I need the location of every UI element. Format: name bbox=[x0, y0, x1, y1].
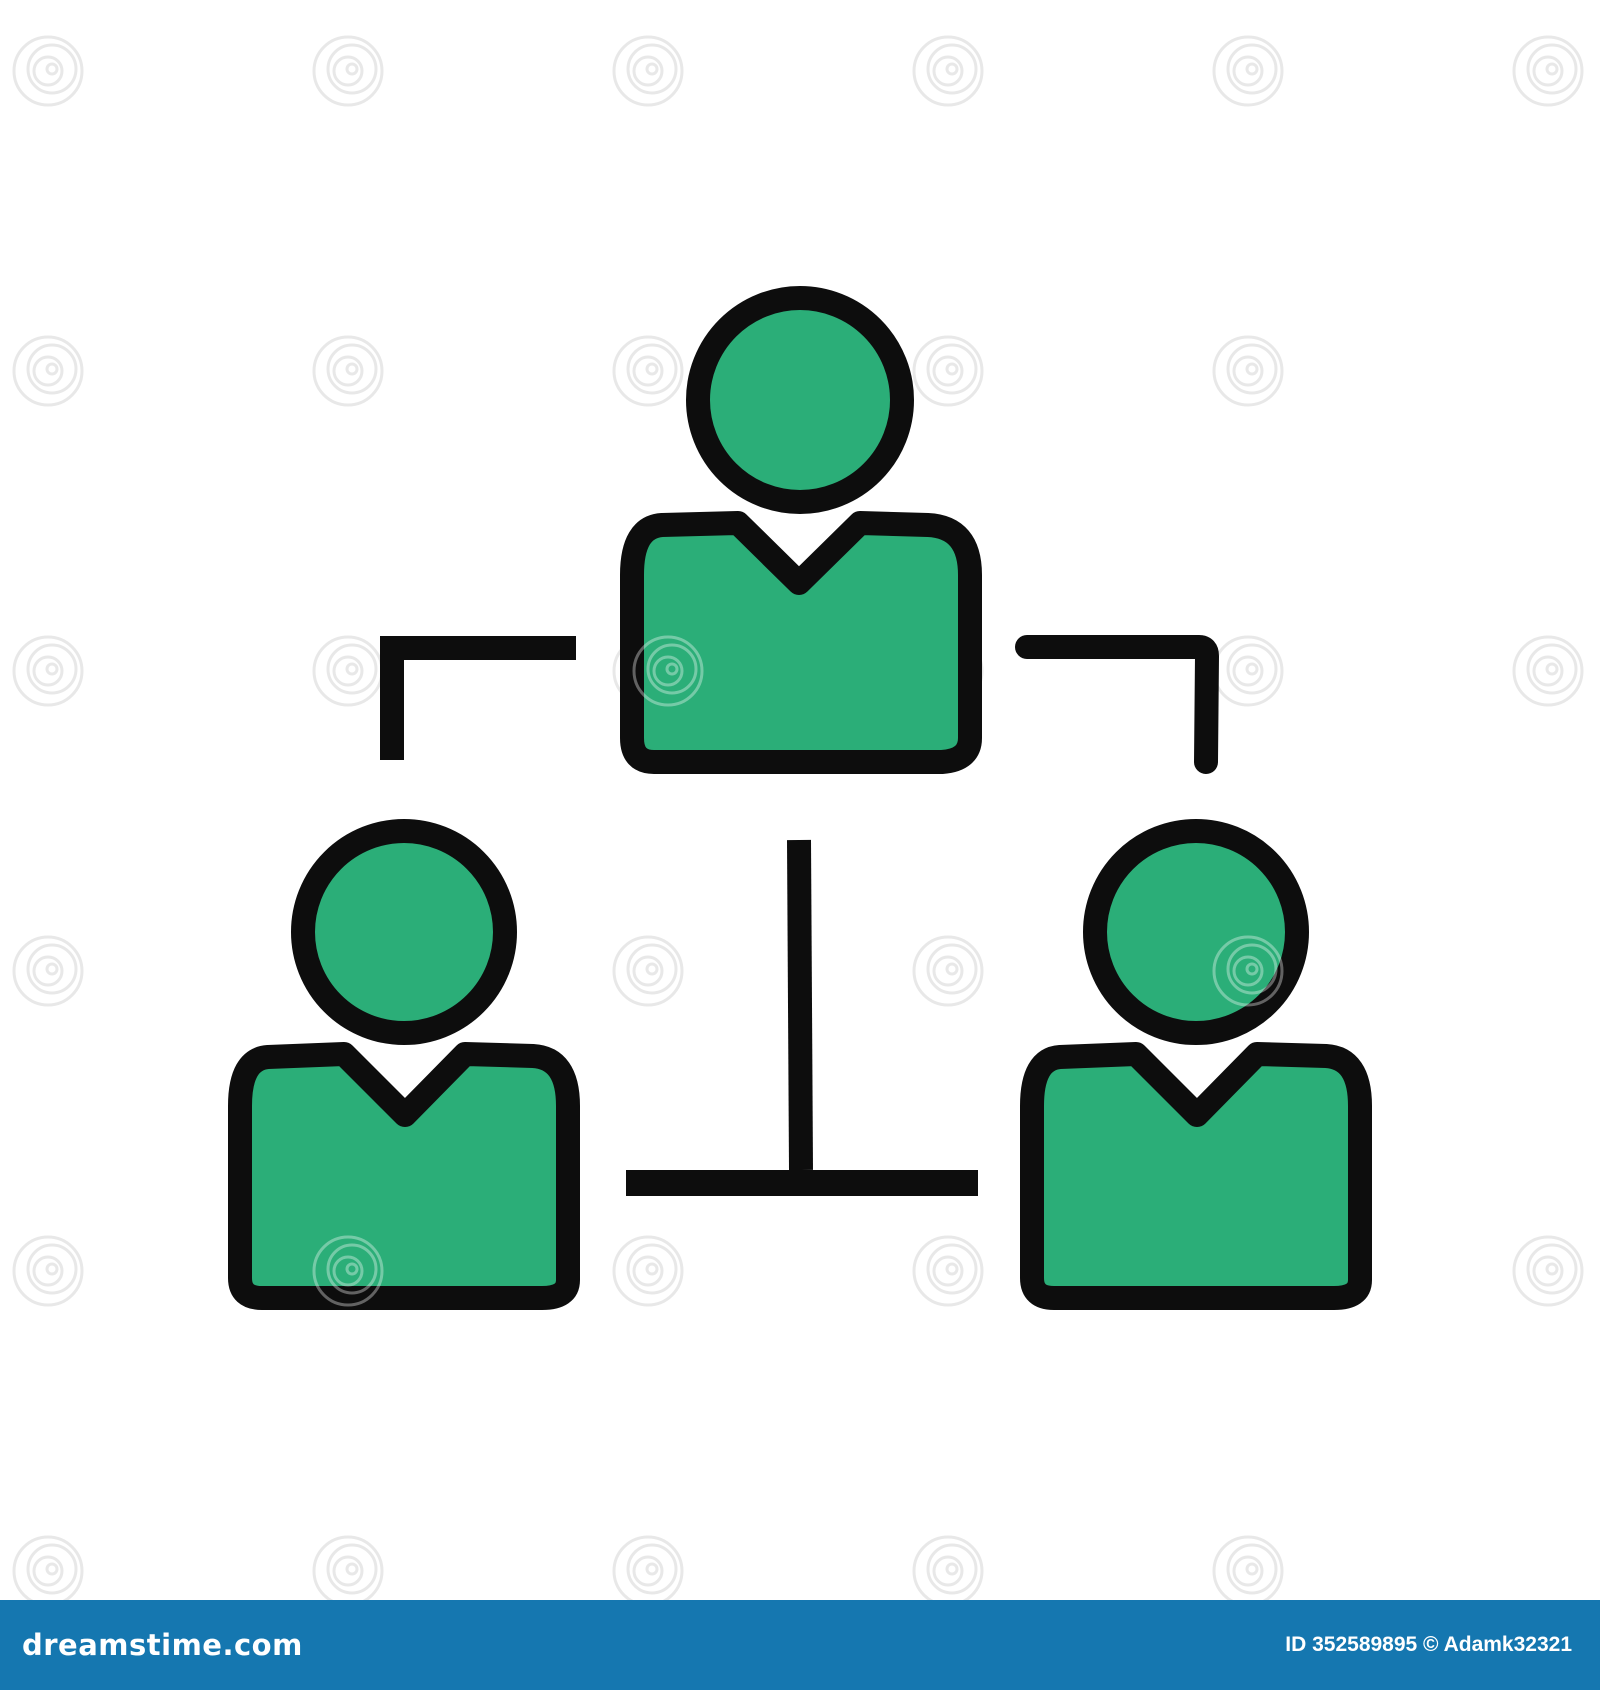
watermark-spiral-icon bbox=[1512, 35, 1584, 107]
watermark-spiral-icon bbox=[1512, 1235, 1584, 1307]
watermark-spiral-icon bbox=[612, 1235, 684, 1307]
person-head-top bbox=[686, 286, 914, 514]
illustration-canvas bbox=[12, 35, 1584, 1600]
connector-top-right bbox=[1015, 635, 1220, 774]
watermark-spiral-icon bbox=[912, 35, 984, 107]
connector-vertical bbox=[787, 839, 813, 1171]
connector-top-left bbox=[380, 636, 576, 760]
watermark-spiral-icon bbox=[12, 335, 84, 407]
watermark-spiral-icon bbox=[1212, 335, 1284, 407]
watermark-spiral-icon bbox=[1212, 1535, 1284, 1600]
watermark-spiral-icon bbox=[312, 1535, 384, 1600]
watermark-spiral-icon bbox=[12, 935, 84, 1007]
watermark-spiral-icon bbox=[632, 635, 704, 707]
watermark-layer-overlay bbox=[312, 635, 1284, 1307]
person-icon-bottom-left bbox=[228, 819, 580, 1310]
watermark-spiral-icon bbox=[312, 335, 384, 407]
watermark-spiral-icon bbox=[1212, 935, 1284, 1007]
watermark-spiral-icon bbox=[912, 935, 984, 1007]
person-head-bottom-right bbox=[1083, 819, 1309, 1045]
person-icon-top bbox=[620, 286, 982, 774]
connector-lines bbox=[380, 635, 1220, 1196]
person-body-bottom-right bbox=[1020, 1042, 1372, 1310]
watermark-spiral-icon bbox=[1212, 35, 1284, 107]
footer-credit: ID 352589895 © Adamk32321 bbox=[1285, 1633, 1572, 1656]
watermark-layer bbox=[12, 35, 1584, 1600]
org-chart-illustration bbox=[12, 35, 1584, 1600]
watermark-spiral-icon bbox=[1212, 635, 1284, 707]
watermark-spiral-icon bbox=[312, 635, 384, 707]
watermark-spiral-icon bbox=[612, 1535, 684, 1600]
watermark-spiral-icon bbox=[12, 35, 84, 107]
person-body-top bbox=[620, 511, 982, 774]
watermark-spiral-icon bbox=[912, 1235, 984, 1307]
watermark-spiral-icon bbox=[612, 935, 684, 1007]
person-body-bottom-left bbox=[228, 1042, 580, 1310]
person-icon-bottom-right bbox=[1020, 819, 1372, 1310]
watermark-spiral-icon bbox=[12, 1535, 84, 1600]
watermark-spiral-icon bbox=[312, 1235, 384, 1307]
watermark-spiral-icon bbox=[912, 335, 984, 407]
watermark-spiral-icon bbox=[612, 35, 684, 107]
person-head-bottom-left bbox=[291, 819, 517, 1045]
watermark-spiral-icon bbox=[312, 35, 384, 107]
watermark-spiral-icon bbox=[612, 335, 684, 407]
watermark-spiral-icon bbox=[1512, 635, 1584, 707]
watermark-spiral-icon bbox=[12, 635, 84, 707]
watermark-spiral-icon bbox=[12, 1235, 84, 1307]
footer-bar: dreamstime.com ID 352589895 © Adamk32321 bbox=[0, 1600, 1600, 1690]
footer-brand[interactable]: dreamstime.com bbox=[22, 1628, 303, 1662]
watermark-spiral-icon bbox=[912, 1535, 984, 1600]
